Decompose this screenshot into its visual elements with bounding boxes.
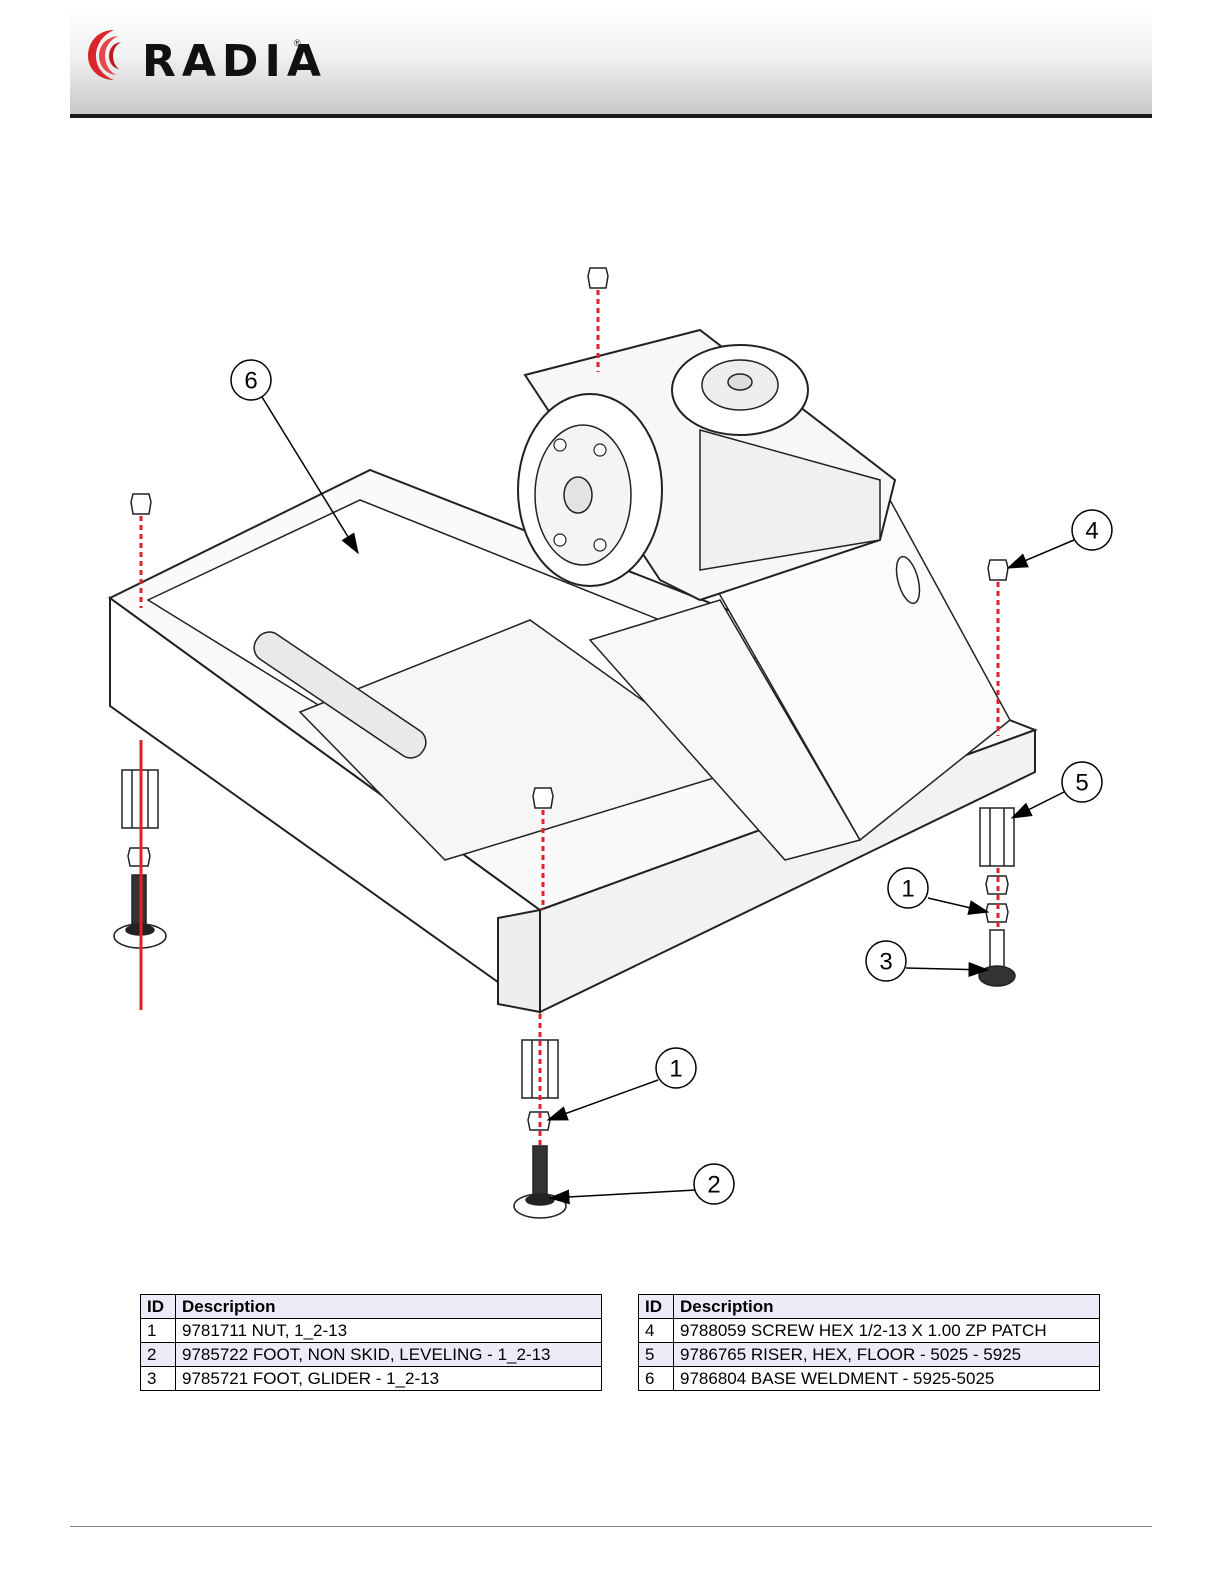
part-id: 6: [639, 1367, 674, 1391]
callout-3: 3: [866, 941, 906, 981]
id-column-header: ID: [141, 1295, 176, 1319]
screw-left: [131, 494, 151, 514]
id-column-header: ID: [639, 1295, 674, 1319]
callout-1-bottom-label: 1: [669, 1056, 682, 1083]
part-id: 5: [639, 1343, 674, 1367]
table-row: 4 9788059 SCREW HEX 1/2-13 X 1.00 ZP PAT…: [639, 1319, 1100, 1343]
callout-2: 2: [694, 1164, 734, 1204]
callout-6-label: 6: [244, 368, 257, 395]
table-row: 3 9785721 FOOT, GLIDER - 1_2-13: [141, 1367, 602, 1391]
radia-swirl-icon: [84, 24, 140, 84]
part-id: 2: [141, 1343, 176, 1367]
parts-table-right: ID Description 4 9788059 SCREW HEX 1/2-1…: [638, 1294, 1100, 1391]
callout-1-bottom: 1: [656, 1048, 696, 1088]
part-description: 9781711 NUT, 1_2-13: [176, 1319, 602, 1343]
footer-divider: [70, 1526, 1152, 1527]
callout-4-label: 4: [1085, 518, 1098, 545]
part-description: 9786804 BASE WELDMENT - 5925-5025: [674, 1367, 1100, 1391]
table-row: 5 9786765 RISER, HEX, FLOOR - 5025 - 592…: [639, 1343, 1100, 1367]
part-id: 3: [141, 1367, 176, 1391]
radia-logo: RADIA ®: [90, 30, 350, 100]
callout-5-label: 5: [1075, 770, 1088, 797]
callout-2-label: 2: [707, 1172, 720, 1199]
parts-table-left: ID Description 1 9781711 NUT, 1_2-13 2 9…: [140, 1294, 602, 1391]
description-column-header: Description: [176, 1295, 602, 1319]
description-column-header: Description: [674, 1295, 1100, 1319]
table-row: 2 9785722 FOOT, NON SKID, LEVELING - 1_2…: [141, 1343, 602, 1367]
registered-mark: ®: [294, 38, 301, 48]
glider-foot: [979, 930, 1015, 986]
callout-1-right: 1: [888, 868, 928, 908]
screw-top-center: [588, 268, 608, 288]
leveling-foot-bottom: [514, 1146, 566, 1218]
table-row: 6 9786804 BASE WELDMENT - 5925-5025: [639, 1367, 1100, 1391]
part-description: 9785721 FOOT, GLIDER - 1_2-13: [176, 1367, 602, 1391]
screw-middle: [533, 788, 553, 808]
callout-5: 5: [1062, 762, 1102, 802]
riser-right: [980, 808, 1014, 866]
exploded-parts-diagram: 6 4 5 1 3 1 2: [0, 120, 1225, 1260]
callout-4: 4: [1072, 510, 1112, 550]
page-header: RADIA ®: [70, 8, 1152, 118]
table-header-row: ID Description: [141, 1295, 602, 1319]
part-description: 9788059 SCREW HEX 1/2-13 X 1.00 ZP PATCH: [674, 1319, 1100, 1343]
table-row: 1 9781711 NUT, 1_2-13: [141, 1319, 602, 1343]
nut-left: [128, 848, 150, 866]
table-header-row: ID Description: [639, 1295, 1100, 1319]
part-description: 9786765 RISER, HEX, FLOOR - 5025 - 5925: [674, 1343, 1100, 1367]
part-id: 4: [639, 1319, 674, 1343]
part-description: 9785722 FOOT, NON SKID, LEVELING - 1_2-1…: [176, 1343, 602, 1367]
part-id: 1: [141, 1319, 176, 1343]
callout-1-right-label: 1: [901, 876, 914, 903]
screw-right: [988, 560, 1008, 580]
callout-6: 6: [231, 360, 271, 400]
callout-3-label: 3: [879, 949, 892, 976]
